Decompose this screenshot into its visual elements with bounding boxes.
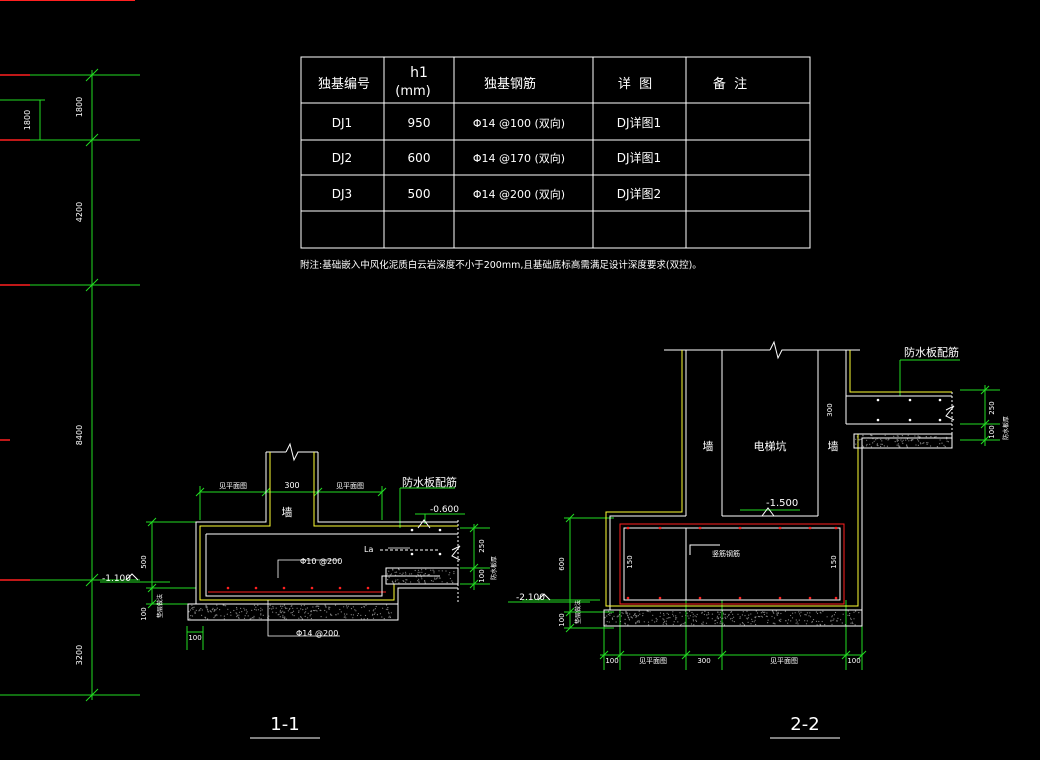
- rebar-dots-2: [626, 526, 838, 600]
- s1-dim-100-r: 100: [478, 569, 486, 582]
- cell-r2-rebar: Φ14 @200 (双向): [473, 187, 565, 201]
- s2-dim-600: 600: [558, 557, 566, 570]
- s1-elev-top: -0.600: [430, 505, 459, 515]
- cushion-2-right: [853, 433, 953, 449]
- s2-dim-100-side: 100: [558, 613, 566, 626]
- s2-dim-b4: 见平面图: [770, 657, 798, 665]
- header-h1-unit: (mm): [395, 84, 430, 99]
- left-dim-b: 1800: [23, 110, 32, 130]
- s2-dim-100-r: 100: [988, 425, 996, 438]
- s1-dim-top-left: 见平面图: [219, 482, 247, 490]
- cell-r0-h1: 950: [408, 116, 431, 130]
- s1-rebar-bot: Φ14 @200: [296, 629, 338, 638]
- s1-cushion: 垫层做法: [156, 594, 164, 618]
- s2-dim-150-l: 150: [626, 555, 634, 568]
- s1-thick: 防水板厚: [490, 556, 498, 580]
- cushion-2: [603, 609, 863, 627]
- s1-elev-left: -1.100: [102, 574, 131, 584]
- cell-r2-h1: 500: [408, 187, 431, 201]
- s2-thick: 防水板厚: [1002, 416, 1010, 440]
- table-note: 附注:基础嵌入中风化泥质白云岩深度不小于200mm,且基础底标高需满足设计深度要…: [300, 259, 702, 271]
- cell-r1-id: DJ2: [332, 151, 352, 165]
- s2-dim-b1: 100: [605, 657, 618, 665]
- header-h1: h1: [410, 65, 428, 81]
- s2-wall-l: 墙: [703, 439, 714, 453]
- cushion-texture-2: [604, 434, 950, 626]
- s2-elev-left: -2.100: [516, 593, 545, 603]
- s1-dim-top-mid: 300: [284, 481, 299, 490]
- s1-dim-500: 500: [140, 555, 148, 568]
- s2-dim-300: 300: [826, 403, 834, 416]
- s1-title: 1-1: [270, 714, 299, 735]
- cell-r2-detail: DJ详图2: [617, 186, 661, 201]
- s2-elev-pit: -1.500: [766, 498, 798, 509]
- pit-rebar-cage: [619, 523, 845, 605]
- s2-title: 2-2: [790, 714, 819, 735]
- s1-waterproof: 防水板配筋: [402, 475, 457, 489]
- foundation-table: [300, 56, 811, 249]
- s1-rebar-top: Φ10 @200: [300, 557, 342, 566]
- s2-pit: 电梯坑: [754, 439, 787, 453]
- cushion-1-right: [385, 567, 459, 585]
- s2-cushion: 垫层做法: [574, 600, 582, 624]
- section-1-1: [100, 442, 600, 650]
- s1-dim-250: 250: [478, 539, 486, 552]
- s2-dim-b2: 见平面图: [639, 657, 667, 665]
- section-2-2: [508, 340, 1000, 670]
- s2-rebar: 竖筋钢筋: [712, 549, 740, 558]
- s2-waterproof: 防水板配筋: [904, 345, 959, 359]
- left-dim-a: 1800: [75, 97, 84, 117]
- s1-wall: 墙: [282, 505, 293, 519]
- cushion-texture-1: [188, 568, 455, 620]
- left-dim-c: 4200: [75, 202, 84, 222]
- s2-dim-b3: 300: [697, 657, 710, 665]
- cell-r1-rebar: Φ14 @170 (双向): [473, 151, 565, 165]
- header-id: 独基编号: [318, 77, 370, 92]
- s1-dim-top-right: 见平面图: [336, 482, 364, 490]
- rebar-dots-1: [226, 586, 370, 590]
- cell-r0-rebar: Φ14 @100 (双向): [473, 116, 565, 130]
- s2-dim-250: 250: [988, 401, 996, 414]
- left-dimension-chain: [0, 0, 140, 702]
- cell-r1-h1: 600: [408, 151, 431, 165]
- header-remark: 备 注: [713, 76, 747, 92]
- cell-r0-detail: DJ详图1: [617, 115, 661, 130]
- left-red-marks: [0, 74, 30, 581]
- header-detail: 详 图: [618, 77, 652, 92]
- cell-r0-id: DJ1: [332, 116, 352, 130]
- s2-dim-150-r: 150: [830, 555, 838, 568]
- s1-la: La: [364, 545, 373, 554]
- header-rebar: 独基钢筋: [484, 76, 536, 92]
- left-dim-d: 8400: [75, 425, 84, 445]
- cell-r1-detail: DJ详图1: [617, 150, 661, 165]
- s2-dim-b5: 100: [847, 657, 860, 665]
- s1-dim-100-bot: 100: [188, 634, 201, 642]
- cell-r2-id: DJ3: [332, 187, 352, 201]
- left-dim-e: 3200: [75, 645, 84, 665]
- s2-wall-r: 墙: [828, 439, 839, 453]
- cushion-1: [187, 603, 399, 621]
- s1-dim-100-side: 100: [140, 607, 148, 620]
